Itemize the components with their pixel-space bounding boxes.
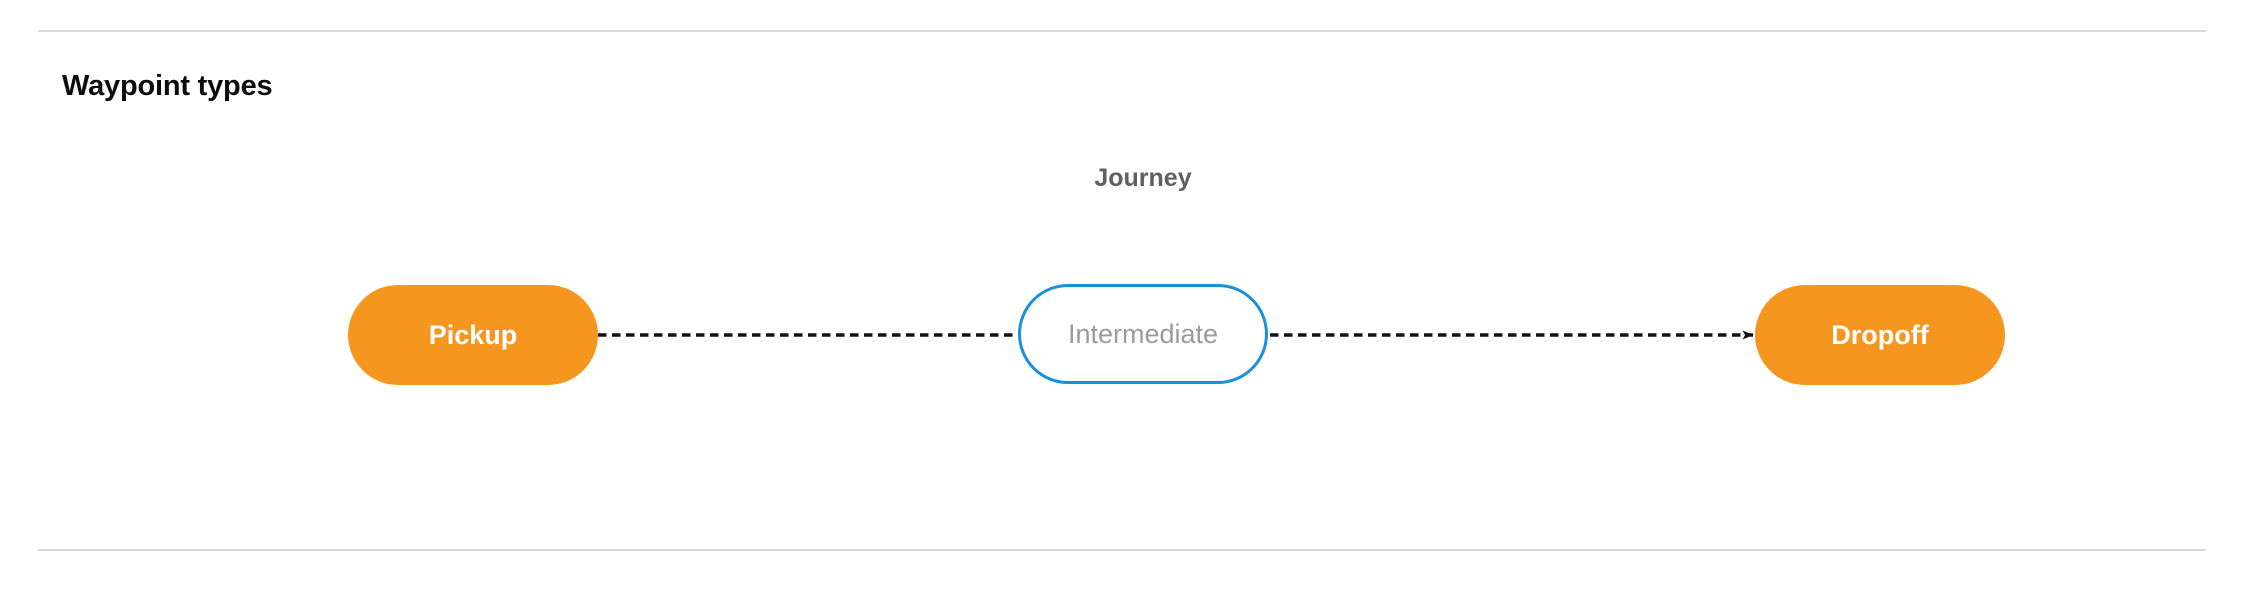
node-pickup-label: Pickup bbox=[428, 319, 518, 350]
node-intermediate-label: Intermediate bbox=[1067, 318, 1219, 349]
node-dropoff[interactable]: Dropoff bbox=[1755, 285, 2005, 385]
section-divider-bottom bbox=[38, 549, 2206, 551]
node-dropoff-label: Dropoff bbox=[1831, 319, 1929, 350]
node-pickup[interactable]: Pickup bbox=[348, 285, 598, 385]
node-intermediate[interactable]: Intermediate bbox=[1018, 284, 1268, 384]
journey-group-label: Journey bbox=[1094, 164, 1192, 192]
section-divider-top bbox=[38, 30, 2206, 32]
page-title: Waypoint types bbox=[62, 70, 273, 102]
